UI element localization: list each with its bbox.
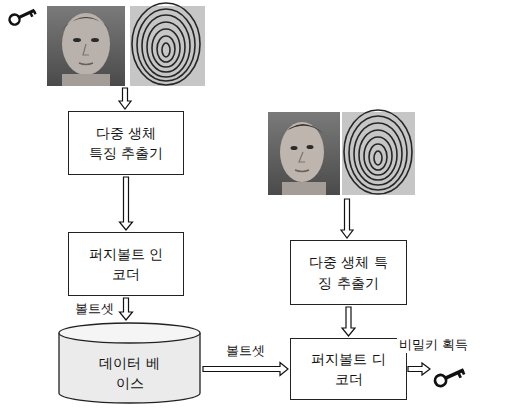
face-photo — [47, 6, 125, 86]
process-box: 다중 생체 특징 추출기 — [68, 111, 184, 175]
node-text: 퍼지볼트 인코더 — [87, 244, 165, 285]
hollow-arrow — [120, 177, 133, 230]
edge-label: 볼트셋 — [224, 343, 267, 359]
hollow-arrow — [203, 363, 288, 376]
node-text: 데이터 베이스 — [99, 353, 161, 394]
process-box: 퍼지볼트 인코더 — [68, 232, 184, 296]
fingerprint-image — [342, 110, 415, 195]
note-label: 비밀키 획득 — [397, 337, 470, 353]
process-box: 퍼지볼트 디코더 — [290, 338, 407, 400]
hollow-arrow — [408, 363, 430, 375]
node-text: 다중 생체 특징 추출기 — [309, 252, 388, 293]
key-icon — [433, 365, 466, 389]
face-photo — [268, 112, 340, 195]
node-text: 다중 생체 특징 추출기 — [87, 123, 165, 164]
hollow-arrow — [341, 199, 353, 238]
hollow-arrow — [342, 307, 355, 336]
key-icon — [8, 5, 37, 26]
fingerprint-image — [130, 3, 205, 86]
process-box: 다중 생체 특징 추출기 — [290, 240, 407, 305]
database-cylinder: 데이터 베이스 — [58, 322, 201, 404]
hollow-arrow — [120, 298, 133, 320]
hollow-arrow — [119, 88, 131, 109]
edge-label: 볼트셋 — [73, 301, 116, 317]
node-text: 퍼지볼트 디코더 — [309, 349, 388, 390]
